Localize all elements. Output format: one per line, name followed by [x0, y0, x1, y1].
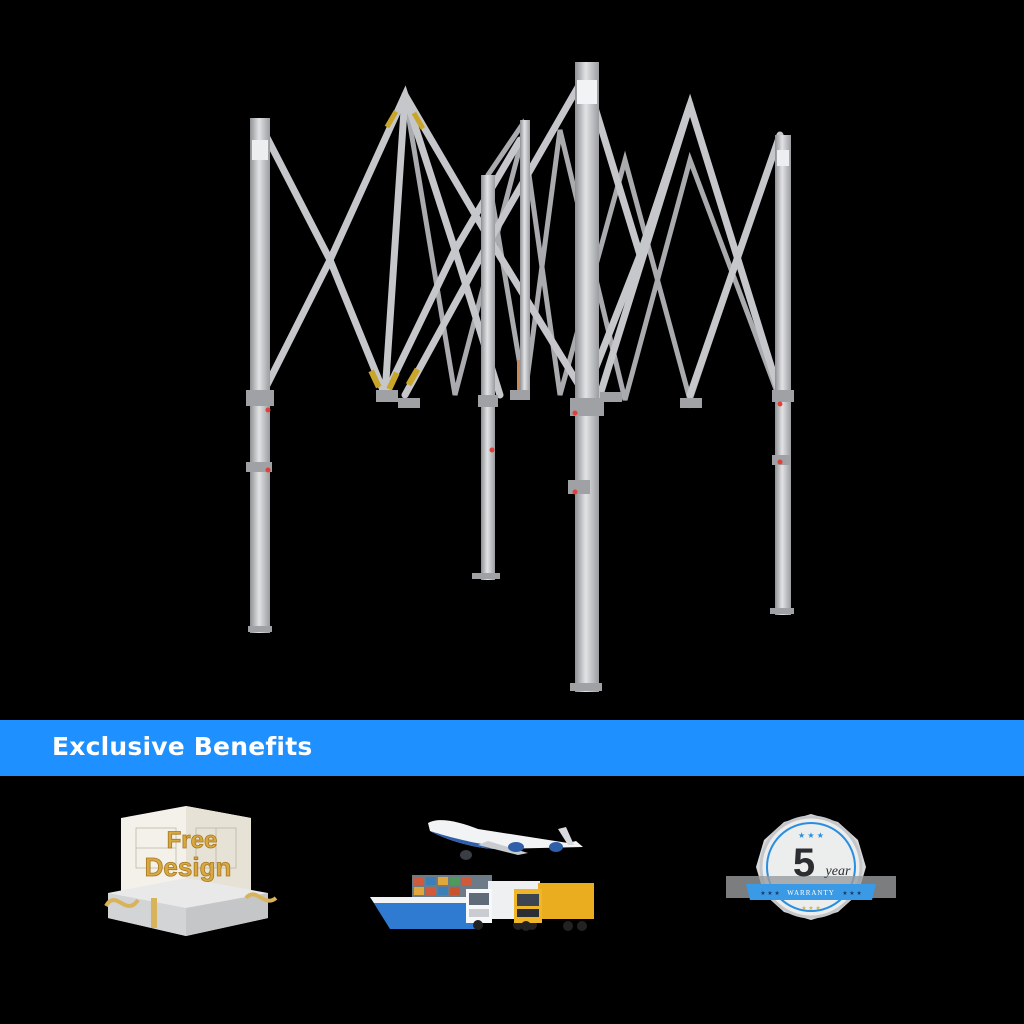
warranty-badge-icon: ★ ★ ★ 5 year WARRANTY ★ ★ ★ ★ ★ ★ ★ ★ ★ — [726, 814, 896, 920]
benefit-warranty: ★ ★ ★ 5 year WARRANTY ★ ★ ★ ★ ★ ★ ★ ★ ★ — [726, 798, 896, 938]
svg-text:year: year — [824, 864, 851, 879]
tent-frame-image — [246, 62, 794, 692]
exclusive-benefits-banner: Exclusive Benefits — [0, 720, 1024, 776]
tent-frame-icon — [246, 62, 794, 692]
banner-title: Exclusive Benefits — [52, 732, 313, 761]
shipping-transport-icon — [370, 820, 594, 931]
airplane-icon — [428, 820, 583, 860]
svg-text:WARRANTY: WARRANTY — [787, 889, 835, 897]
svg-text:5: 5 — [793, 841, 815, 885]
benefit-free-design: Free Design — [96, 798, 280, 938]
svg-text:★ ★ ★: ★ ★ ★ — [760, 890, 779, 897]
svg-text:★ ★ ★: ★ ★ ★ — [842, 890, 861, 897]
svg-text:Design: Design — [145, 852, 232, 882]
svg-text:★ ★ ★: ★ ★ ★ — [798, 831, 824, 840]
svg-text:★ ★ ★: ★ ★ ★ — [801, 905, 820, 912]
gift-box-icon: Free Design — [104, 806, 278, 936]
svg-text:Free: Free — [167, 827, 218, 854]
benefit-shipping — [368, 805, 600, 935]
